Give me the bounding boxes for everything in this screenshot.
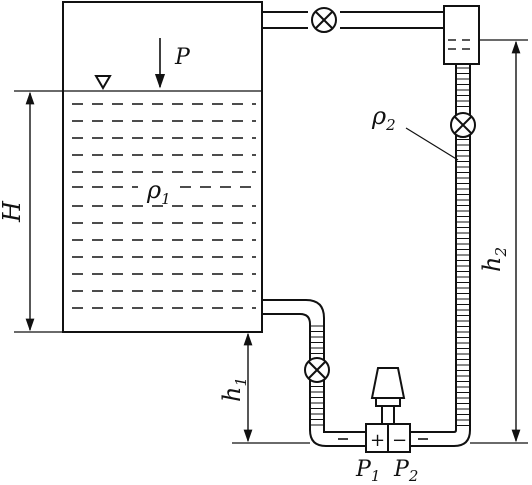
height-h1-label: h1	[218, 377, 250, 402]
small-reservoir	[443, 5, 480, 65]
density-tube-label: ρ2	[371, 102, 396, 134]
gauge-p2-label: P2	[393, 457, 418, 485]
density-liquid-label: ρ1	[146, 176, 171, 208]
free-surface-triangle-icon	[94, 75, 112, 90]
valve-icon	[311, 7, 337, 33]
liquid-dashes	[72, 103, 256, 309]
right-tube-hatching	[456, 67, 470, 426]
density-tube-leader	[405, 127, 459, 161]
differential-pressure-gauge-icon	[365, 367, 411, 453]
gauge-p1-label: P1	[355, 457, 380, 485]
left-tube-hatching	[310, 325, 324, 426]
valve-icon	[304, 357, 330, 383]
valve-icon	[450, 112, 476, 138]
gauge-plus-sign: +	[370, 430, 385, 451]
gauge-minus-sign: −	[392, 430, 407, 451]
tank	[62, 1, 263, 333]
height-tank-label: H	[0, 200, 26, 223]
height-h2-label: h2	[478, 247, 510, 272]
pressure-label: P	[174, 45, 191, 70]
